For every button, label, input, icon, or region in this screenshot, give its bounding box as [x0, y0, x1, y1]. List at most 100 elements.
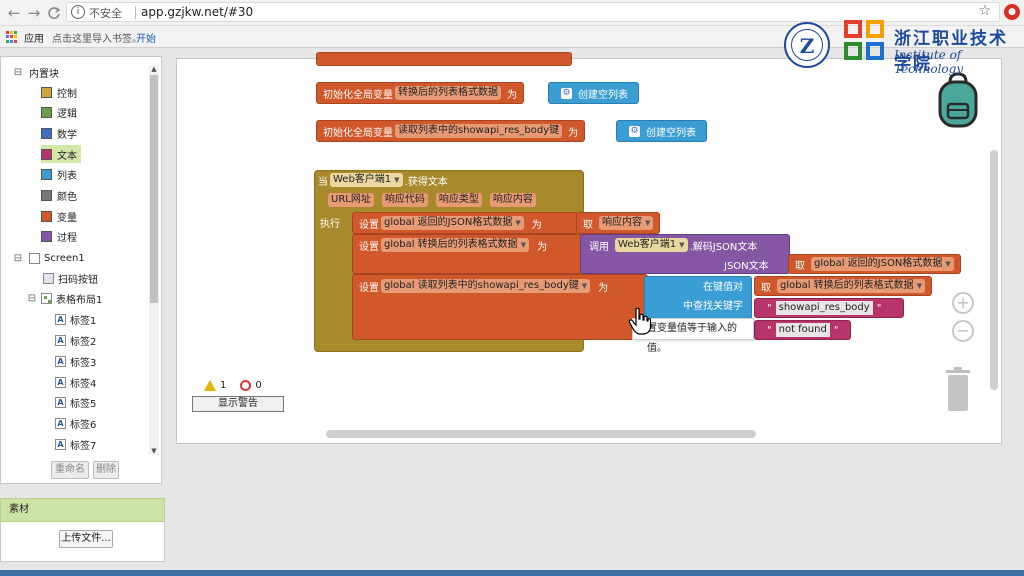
label-component-icon: A [55, 334, 66, 346]
get-var-dropdown[interactable]: 响应内容▼ [599, 216, 654, 230]
tree-builtin[interactable]: ⊟ 内置块 [13, 63, 59, 81]
param-response-content[interactable]: 响应内容 [489, 193, 536, 207]
bookmark-apps[interactable]: 应用 [24, 34, 44, 45]
set-var-dropdown[interactable]: global 读取列表中的showapi_res_body键▼ [381, 279, 591, 293]
upload-file-button[interactable]: 上传文件... [59, 530, 113, 548]
init-var-name[interactable]: 转换后的列表格式数据 [395, 86, 501, 100]
event-name-label: .获得文本 [404, 176, 448, 188]
create-empty-list-block-1[interactable]: ⚙ 创建空列表 [548, 82, 639, 104]
reload-button[interactable] [44, 3, 64, 23]
url-text[interactable]: app.gzjkw.net/#30 [141, 5, 254, 19]
label-component-icon: A [55, 418, 66, 430]
zoom-in-button[interactable]: + [952, 292, 974, 314]
palette-category[interactable]: 数学 [41, 124, 81, 142]
create-empty-list-block-2[interactable]: ⚙ 创建空列表 [616, 120, 707, 142]
gear-icon[interactable]: ⚙ [561, 87, 572, 99]
param-url[interactable]: URL网址 [328, 193, 374, 207]
collapse-icon[interactable]: ⊟ [27, 293, 37, 305]
event-component-dropdown[interactable]: Web客户端1▼ [330, 173, 403, 187]
workspace-horizontal-scrollbar[interactable] [326, 430, 756, 438]
category-color-swatch [41, 169, 52, 181]
init-var-name[interactable]: 读取列表中的showapi_res_body键 [395, 124, 563, 138]
backpack-icon[interactable] [936, 72, 980, 128]
category-label: 数学 [57, 129, 77, 141]
scroll-down-icon[interactable]: ▼ [151, 447, 157, 455]
palette-category[interactable]: 列表 [41, 166, 81, 184]
collapse-icon[interactable]: ⊟ [13, 252, 23, 264]
init-as-label: 为 [507, 89, 517, 101]
back-button[interactable]: ← [7, 4, 21, 22]
extension-icon[interactable]: ● [1004, 4, 1020, 20]
get-list-var-block[interactable]: 取 global 转换后的列表格式数据▼ [754, 276, 933, 296]
component-node[interactable]: ⊟ 表格布局1 [27, 290, 102, 308]
quote-open: " [767, 324, 772, 336]
get-response-content-block[interactable]: 取 响应内容▼ [576, 212, 661, 234]
apps-grid-icon[interactable] [6, 31, 18, 43]
set-body-block[interactable]: 设置 global 读取列表中的showapi_res_body键▼ 为 [352, 274, 648, 340]
component-node[interactable]: 扫码按钮 [43, 269, 98, 287]
init-as-label: 为 [568, 127, 579, 139]
show-warnings-button[interactable]: 显示警告 [192, 396, 284, 412]
component-label: 标签3 [70, 357, 97, 369]
palette-category[interactable]: 控制 [41, 83, 81, 101]
scroll-up-icon[interactable]: ▲ [151, 65, 157, 73]
param-response-code[interactable]: 响应代码 [381, 193, 428, 207]
set-var-dropdown[interactable]: global 返回的JSON格式数据▼ [381, 216, 524, 230]
palette-category[interactable]: 变量 [41, 207, 81, 225]
collapse-icon[interactable]: ⊟ [13, 66, 23, 78]
palette-category[interactable]: 文本 [41, 145, 81, 164]
to-label: 为 [531, 219, 542, 231]
taskbar [0, 570, 1024, 576]
set-var-dropdown[interactable]: global 转换后的列表格式数据▼ [381, 238, 530, 252]
gear-icon[interactable]: ⚙ [629, 125, 640, 137]
palette-scrollbar[interactable]: ▲ ▼ [149, 65, 159, 455]
set-list-block[interactable]: 设置 global 转换后的列表格式数据▼ 为 [352, 234, 582, 274]
trash-icon[interactable] [944, 366, 972, 412]
workspace-vertical-scrollbar[interactable] [990, 150, 998, 390]
delete-button[interactable]: 删除 [93, 461, 119, 479]
info-icon[interactable]: i [71, 5, 85, 19]
init-global-list-block[interactable]: 初始化全局变量 转换后的列表格式数据 为 [316, 82, 524, 104]
palette-category[interactable]: 颜色 [41, 187, 81, 205]
palette-category[interactable]: 过程 [41, 228, 81, 246]
create-empty-list-label: 创建空列表 [578, 89, 628, 101]
forward-button[interactable]: → [27, 4, 41, 22]
scroll-thumb[interactable] [150, 75, 158, 303]
rename-button[interactable]: 重命名 [51, 461, 89, 479]
partial-init-block[interactable] [316, 52, 572, 66]
not-found-text-value[interactable]: not found [775, 323, 830, 337]
url-field[interactable]: i 不安全 app.gzjkw.net/#30 ☆ [66, 2, 1000, 22]
palette-category[interactable]: 逻辑 [41, 104, 81, 122]
category-color-swatch [41, 231, 52, 243]
security-label: 不安全 [89, 7, 122, 20]
lookup-in-pairs-block[interactable]: 在键值对 中查找关键字 [644, 276, 752, 320]
bookmark-star-icon[interactable]: ☆ [978, 3, 991, 19]
text-key-block[interactable]: " showapi_res_body " [754, 298, 905, 318]
get-var-dropdown[interactable]: global 转换后的列表格式数据▼ [777, 279, 926, 293]
bookmark-start-link[interactable]: 开始 [136, 34, 156, 45]
param-response-type[interactable]: 响应类型 [435, 193, 482, 207]
get-label: 取 [795, 260, 805, 272]
set-label: 设置 [359, 242, 379, 253]
component-label: 表格布局1 [56, 295, 103, 307]
hand-cursor-icon [628, 307, 652, 335]
key-text-value[interactable]: showapi_res_body [775, 301, 873, 315]
call-component-dropdown[interactable]: Web客户端1▼ [615, 238, 688, 252]
call-decode-json-block[interactable]: 调用 Web客户端1▼ .解码JSON文本 [580, 234, 790, 274]
get-var-dropdown[interactable]: global 返回的JSON格式数据▼ [811, 257, 954, 271]
zoom-out-button[interactable]: − [952, 320, 974, 342]
set-json-block[interactable]: 设置 global 返回的JSON格式数据▼ 为 [352, 212, 578, 234]
text-not-found-block[interactable]: " not found " [754, 320, 852, 340]
component-label: 标签4 [70, 378, 97, 390]
get-json-var-block[interactable]: 取 global 返回的JSON格式数据▼ [788, 254, 961, 274]
init-global-body-block[interactable]: 初始化全局变量 读取列表中的showapi_res_body键 为 [316, 120, 586, 142]
screen-label: Screen1 [44, 252, 85, 264]
tree-screen1[interactable]: ⊟ Screen1 [13, 249, 85, 267]
